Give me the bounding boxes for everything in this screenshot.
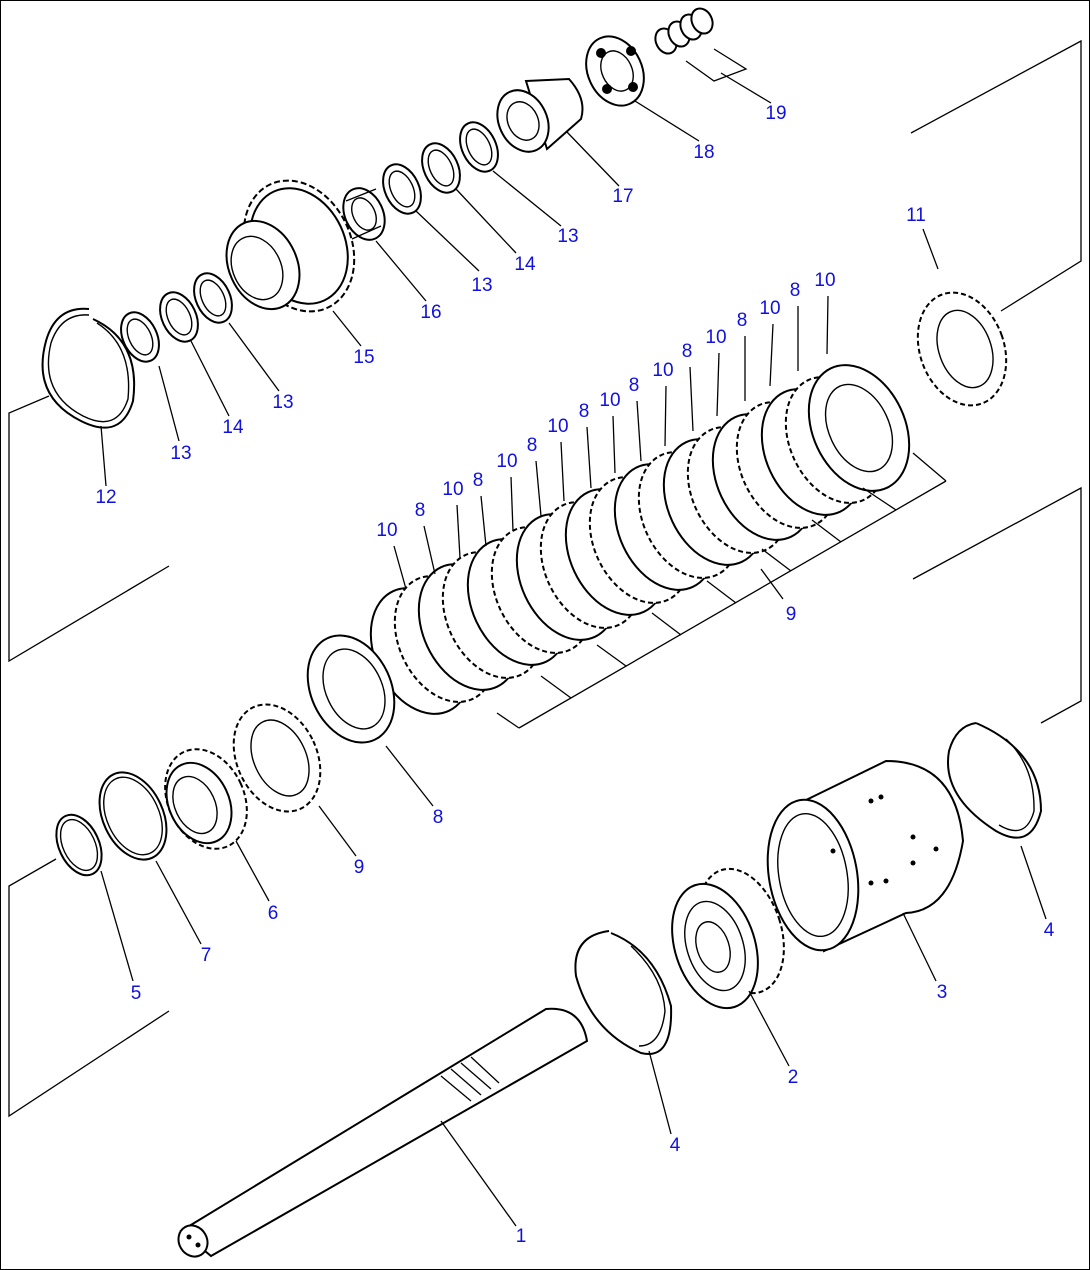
callout-12: 12 [95,487,116,508]
stack-leader-ticks [393,295,829,590]
callout-stack-10-7: 10 [705,327,726,348]
part-12-snap-ring [41,307,136,429]
section-brackets [8,39,1082,1118]
callout-15: 15 [353,347,374,368]
bracket-9-ticks [496,452,947,729]
callout-13-c: 13 [471,275,492,296]
callout-7: 7 [201,945,212,966]
callout-stack-10-3: 10 [496,451,517,472]
callout-13-d: 13 [557,226,578,247]
callout-stack-8-1: 8 [415,500,426,521]
callout-stack-10-1: 10 [376,520,397,541]
callout-stack-10-2: 10 [442,479,463,500]
callout-stack-10-6: 10 [652,360,673,381]
part-17-sleeve [496,77,584,153]
callout-stack-8-8: 8 [790,280,801,301]
callout-11: 11 [906,205,926,226]
callout-8: 8 [433,807,444,828]
part-16-needle-bearing [342,187,386,241]
callout-stack-8-3: 8 [527,435,538,456]
bracket-right-lower [912,486,1082,724]
part-2-hub [671,867,785,1010]
washers-lower-left [120,272,233,363]
part-19-rings [654,7,748,82]
callout-stack-8-6: 8 [682,341,693,362]
callout-14-a: 14 [222,417,244,438]
callout-labels: 1 2 3 4 4 5 6 7 8 9 9 11 12 13 14 13 15 … [95,103,1054,1247]
callout-stack-8-4: 8 [579,401,590,422]
washers-upper [382,121,499,215]
callout-3: 3 [937,982,948,1003]
bracket-9-upper [518,480,947,729]
part-8-plate [306,634,396,744]
callout-6: 6 [268,903,279,924]
callout-stack-10-4: 10 [547,416,568,437]
callout-stack-10-5: 10 [599,390,620,411]
part-4-snap-ring-right [947,722,1043,839]
bracket-left-lower [8,858,170,1118]
callout-4-left: 4 [670,1135,681,1156]
clutch-pack [369,364,911,715]
callout-stack-10-8: 10 [759,298,780,319]
callout-9-lower: 9 [354,857,365,878]
callout-stack-8-7: 8 [737,310,748,331]
part-4-snap-ring-left [574,930,673,1055]
bracket-left-upper [8,395,170,663]
callout-14-b: 14 [514,254,536,275]
callout-16: 16 [420,302,441,323]
bracket-right-upper [910,39,1082,312]
callout-9-upper: 9 [786,604,797,625]
callout-stack-10-9: 10 [814,270,835,291]
callout-5: 5 [131,983,142,1004]
leader-lines [100,72,1047,1227]
callout-1: 1 [516,1226,527,1247]
callout-18: 18 [693,142,714,163]
callout-13-a: 13 [170,443,191,464]
part-5-ring [55,813,103,877]
part-1-shaft [177,1007,589,1258]
part-15-gear [225,179,356,313]
callout-13-b: 13 [272,392,293,413]
part-9-disc [232,703,322,813]
callout-2: 2 [788,1067,799,1088]
part-11-plate [916,291,1008,407]
callout-stack-8-2: 8 [473,470,484,491]
callout-stack-8-5: 8 [629,375,640,396]
callout-19: 19 [765,103,786,124]
callout-4-right: 4 [1044,920,1055,941]
part-7-ring [98,771,168,861]
part-3-drum [766,759,965,953]
part-6-hub [164,748,248,850]
drum-holes [830,794,939,886]
callout-17: 17 [612,186,633,207]
part-18-bearing [585,35,645,107]
